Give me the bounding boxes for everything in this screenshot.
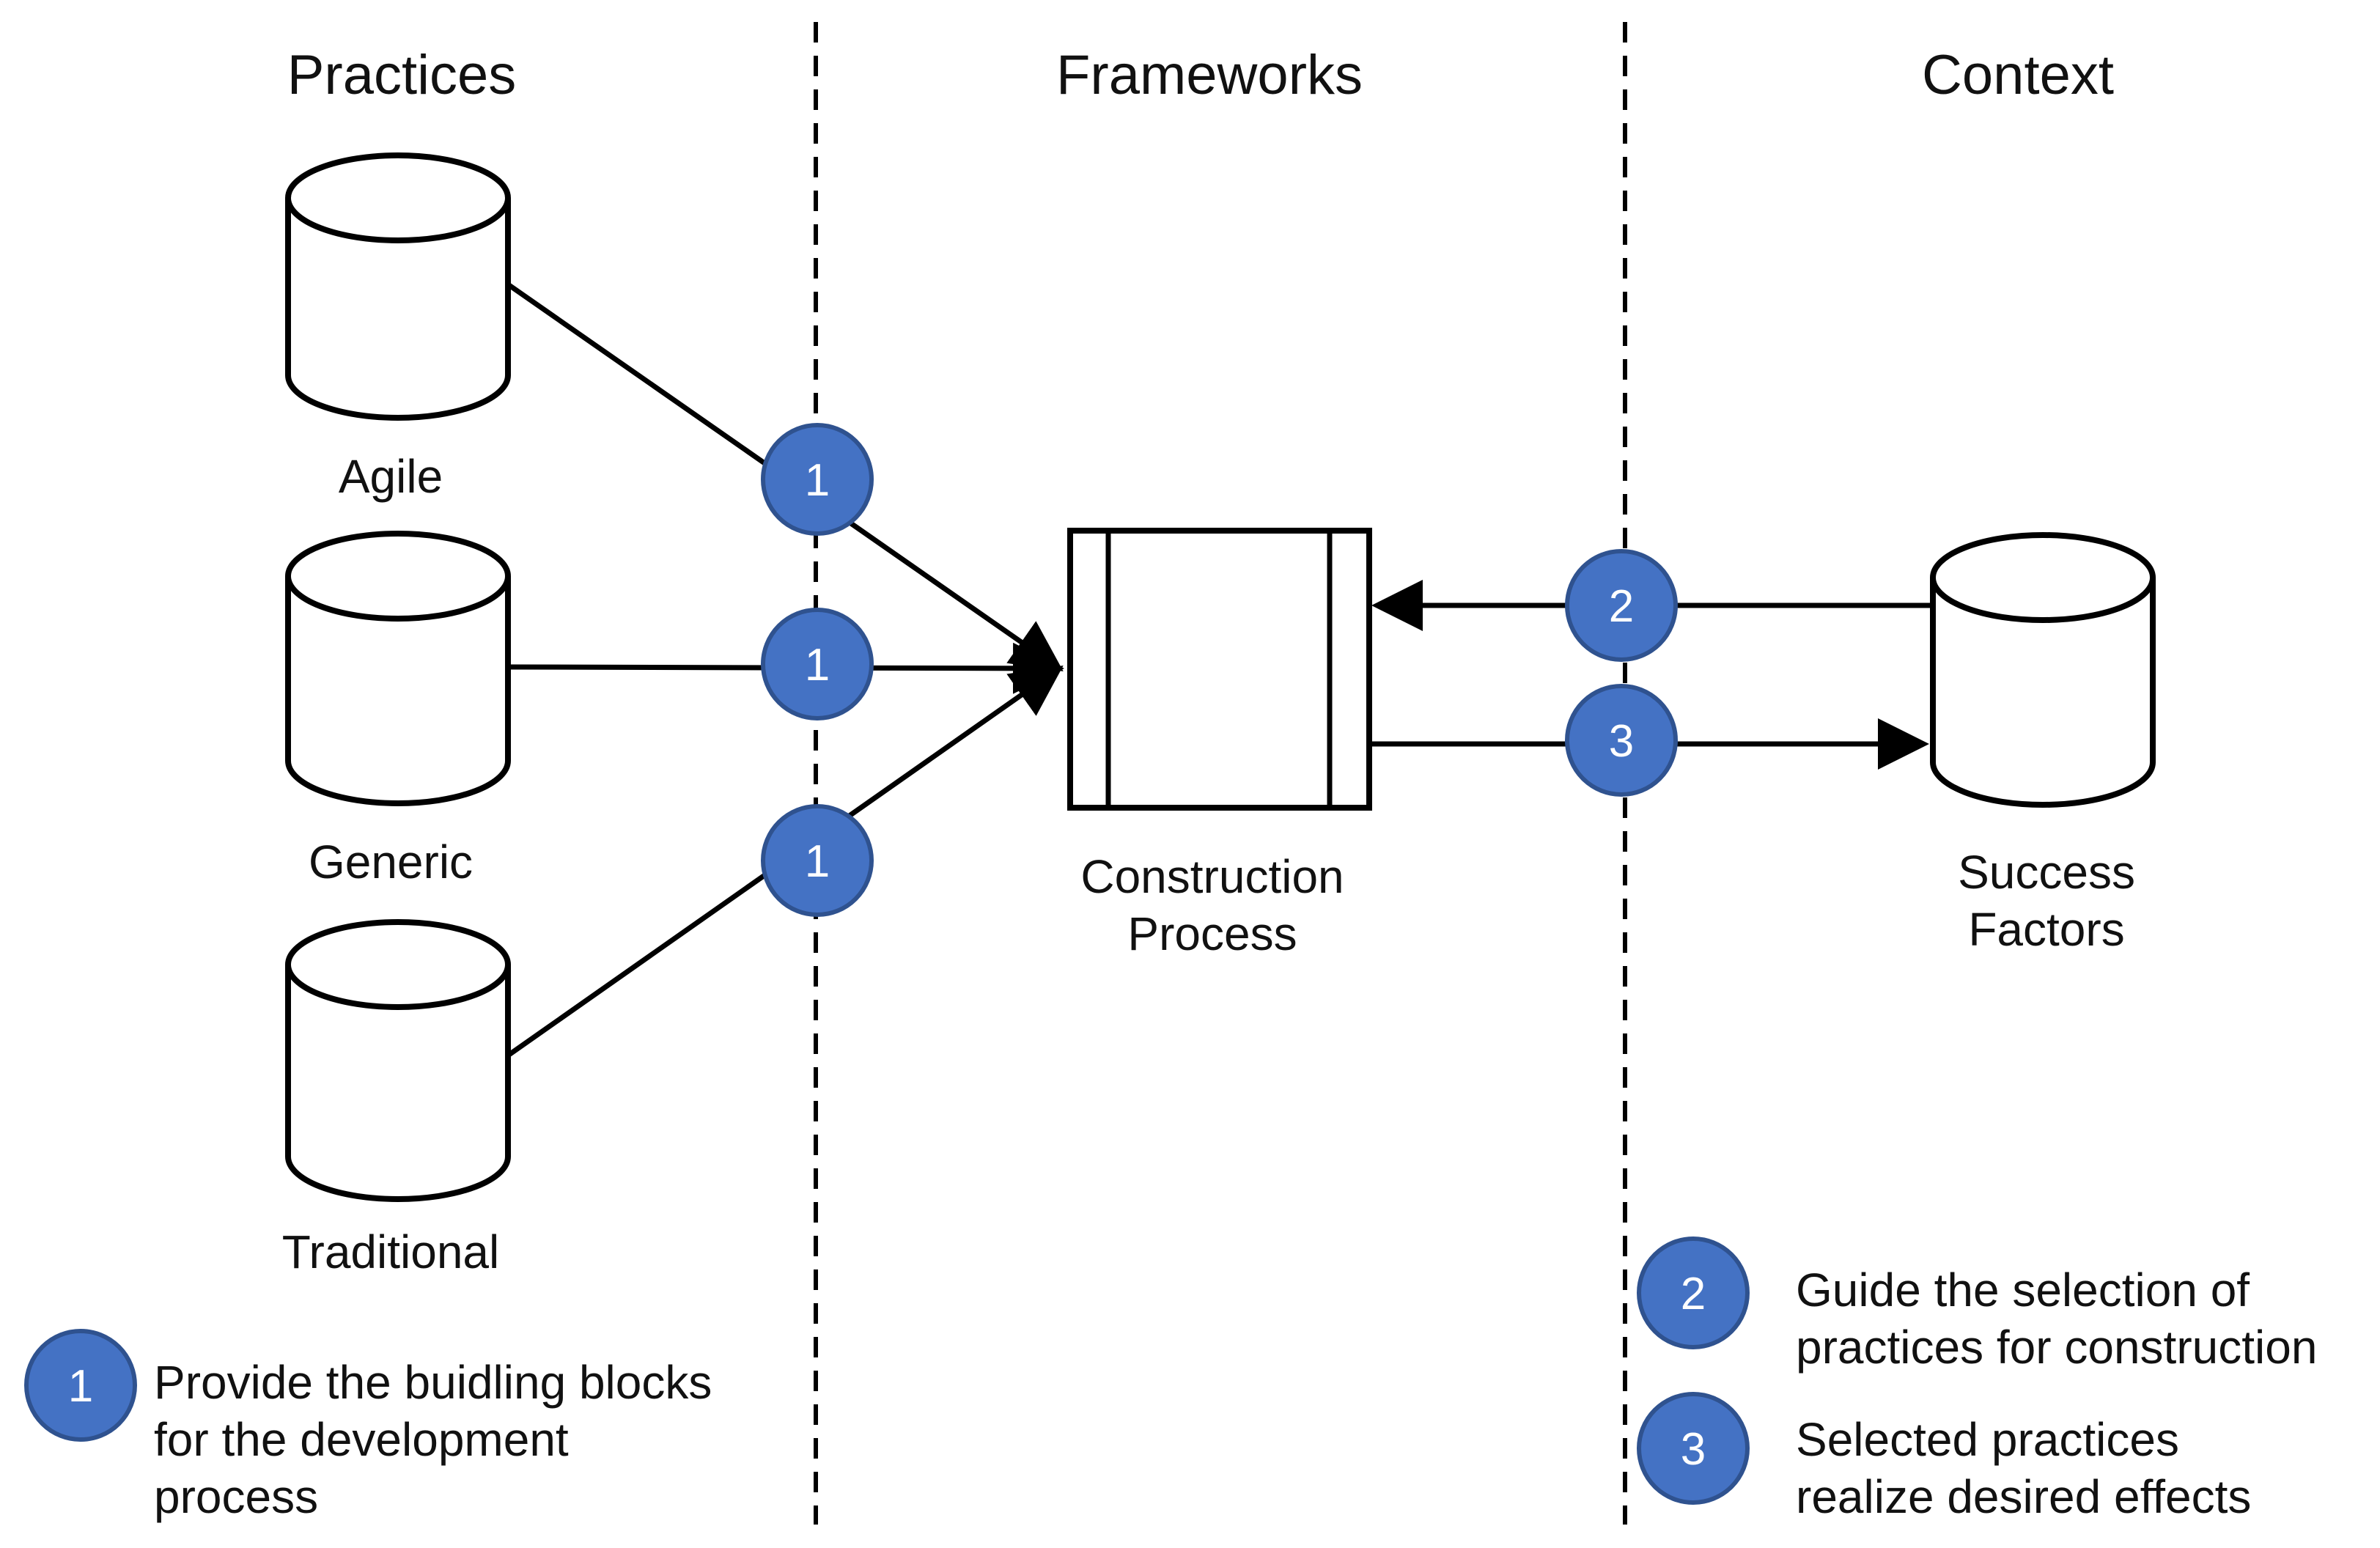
badge-3-realize: 3 [1565,684,1678,797]
success-factors-label-line2: Factors [1968,903,2124,956]
svg-text:3: 3 [1681,1424,1706,1475]
construction-process-label-line1: Construction [1080,850,1344,903]
svg-text:for the development: for the development [154,1413,569,1466]
header-practices: Practices [287,44,517,106]
badge-1-agile: 1 [761,423,874,536]
agile-label: Agile [339,450,443,503]
svg-text:1: 1 [68,1361,93,1412]
svg-text:Selected practices: Selected practices [1796,1413,2179,1466]
construction-process-box [1067,528,1372,811]
svg-text:2: 2 [1609,581,1634,632]
legend-item-3: 3 Selected practices realize desired eff… [1637,1392,2251,1523]
svg-text:process: process [154,1470,318,1523]
generic-database-icon [285,531,511,806]
svg-text:2: 2 [1681,1269,1706,1319]
success-factors-database-icon [1930,532,2156,808]
header-frameworks: Frameworks [1056,44,1363,106]
badge-1-traditional: 1 [761,804,874,917]
svg-text:practices for construction: practices for construction [1796,1321,2317,1374]
generic-label: Generic [309,836,473,888]
traditional-database-icon [285,919,511,1202]
success-factors-label-line1: Success [1958,846,2135,899]
svg-text:realize desired effects: realize desired effects [1796,1470,2251,1523]
svg-text:3: 3 [1609,716,1634,767]
svg-text:1: 1 [805,836,830,887]
badge-2-guide: 2 [1565,549,1678,662]
svg-text:Provide the buidling blocks: Provide the buidling blocks [154,1356,712,1409]
legend-item-1: 1 Provide the buidling blocks for the de… [24,1329,712,1523]
agile-database-icon [285,152,511,421]
svg-text:1: 1 [805,455,830,506]
badge-1-generic: 1 [761,608,874,720]
traditional-label: Traditional [282,1226,499,1278]
svg-text:Guide the selection of: Guide the selection of [1796,1264,2250,1316]
legend-item-2: 2 Guide the selection of practices for c… [1637,1236,2317,1374]
header-context: Context [1922,44,2114,106]
svg-text:1: 1 [805,640,830,690]
construction-process-label-line2: Process [1127,907,1297,960]
